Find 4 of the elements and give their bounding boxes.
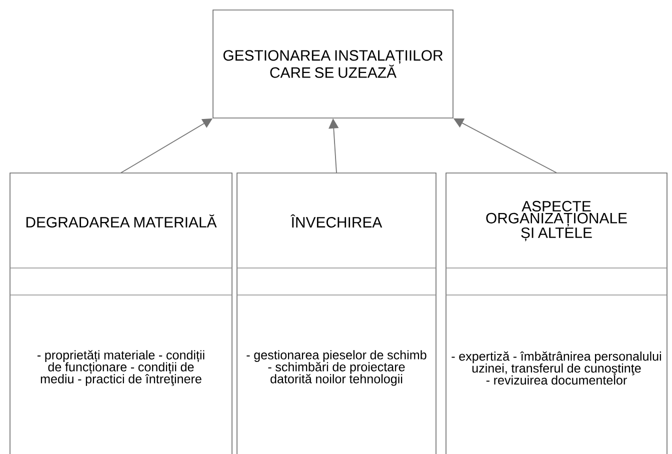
column-box: ÎNVECHIREA - gestionarea pieselor de schimb - schimbări de proiectare datorită noilor tehnologii — [236, 172, 436, 454]
column-box: DEGRADAREA MATERIALĂ - proprietăți materiale - condiții de funcționare - condiții de mediu - practici de întreţinere — [10, 172, 232, 454]
title-box: GESTIONAREA INSTALAȚIILOR CARE SE UZEAZĂ — [212, 10, 454, 118]
column-box: ASPECTE ORGANIZAȚIONALE ȘI ALTELE - expertiză - îmbătrânirea personalului uzinei, transferul de cunoştinţe - revizuirea documentelor — [446, 172, 668, 454]
